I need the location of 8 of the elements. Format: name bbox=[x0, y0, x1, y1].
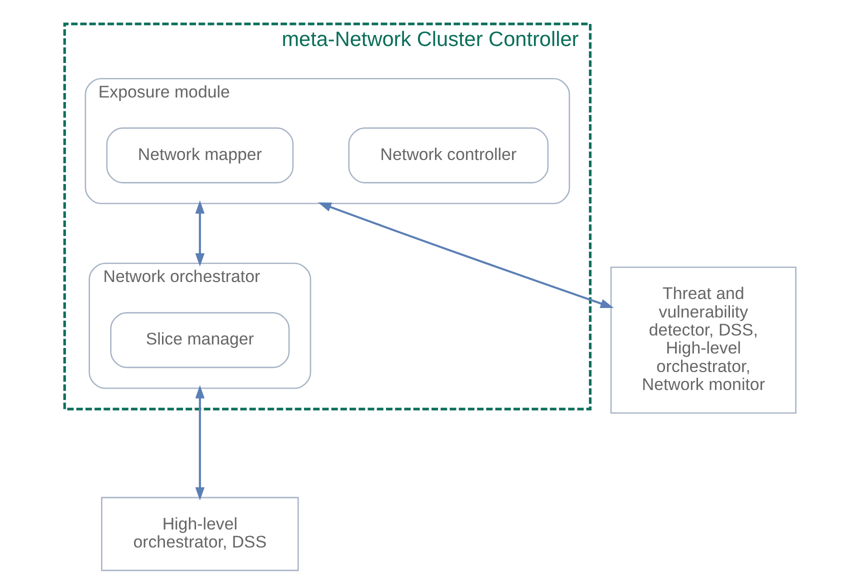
arrow bbox=[194, 200, 204, 267]
arrow bbox=[317, 202, 614, 308]
node-box: High-level orchestrator, DSS bbox=[100, 496, 298, 572]
node-box: Threat and vulnerability detector, DSS, High-level orchestrator, Network monitor bbox=[610, 266, 796, 414]
node-box: Network controller bbox=[348, 127, 548, 184]
arrow bbox=[194, 385, 204, 501]
node-box: Network mapper bbox=[106, 127, 294, 184]
node-box: Slice manager bbox=[110, 312, 290, 368]
